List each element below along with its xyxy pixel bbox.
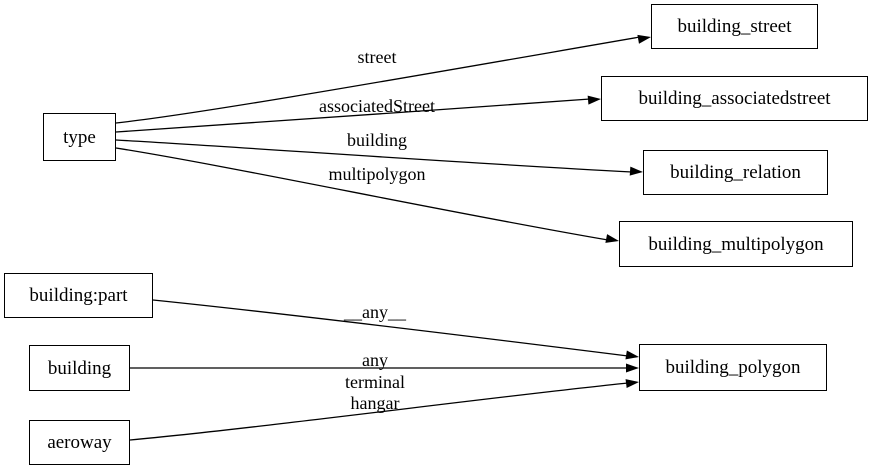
graph-edge-e1: [115, 34, 651, 124]
edge-label-e5: __any__: [344, 302, 406, 322]
graph-edge-e2: [115, 95, 601, 133]
edge-label-e7: terminal: [345, 372, 405, 392]
graph-edge-e5: [152, 299, 639, 360]
graph-edge-e4: [115, 147, 619, 243]
graph-node-label: building_multipolygon: [648, 233, 824, 255]
graph-node-label: building_polygon: [665, 357, 801, 378]
arrowhead-icon: [605, 234, 619, 243]
graph-node-label: building_relation: [670, 162, 801, 183]
edge-label-e2: associatedStreet: [319, 96, 435, 116]
graph-node-building-part[interactable]: building:part: [4, 273, 153, 318]
graph-node-label: building:part: [29, 285, 128, 306]
graph-node-label: aeroway: [47, 432, 112, 453]
edge-label-e6: __any__: [344, 350, 406, 370]
edge-label-e8: hangar: [350, 393, 400, 413]
graph-node-label: type: [63, 126, 96, 148]
arrowhead-icon: [587, 95, 601, 105]
arrowhead-icon: [626, 363, 639, 373]
graph-node-building-associatedstreet[interactable]: building_associatedstreet: [601, 76, 868, 121]
arrowhead-icon: [625, 379, 639, 389]
graph-node-building-street[interactable]: building_street: [651, 4, 818, 49]
graph-node-type[interactable]: type: [43, 113, 116, 161]
graph-node-building-multipolygon[interactable]: building_multipolygon: [619, 221, 853, 267]
graph-edge-e6: [130, 363, 639, 373]
graph-edge-e3: [115, 139, 643, 176]
graph-node-building-relation[interactable]: building_relation: [643, 150, 828, 195]
graph-edge-e7: [129, 379, 639, 441]
graph-node-label: building_street: [677, 16, 792, 37]
arrowhead-icon: [637, 34, 651, 44]
graph-node-label: building_associatedstreet: [638, 88, 831, 109]
edge-label-e4: multipolygon: [328, 164, 426, 184]
graph-node-building[interactable]: building: [29, 345, 130, 391]
graph-node-building-polygon[interactable]: building_polygon: [639, 344, 827, 391]
edge-label-e3: building: [346, 130, 408, 150]
graph-node-aeroway[interactable]: aeroway: [29, 420, 130, 465]
edge-label-e1: street: [357, 47, 397, 67]
arrowhead-icon: [625, 350, 639, 360]
arrowhead-icon: [629, 166, 643, 176]
graph-node-label: building: [47, 357, 112, 379]
